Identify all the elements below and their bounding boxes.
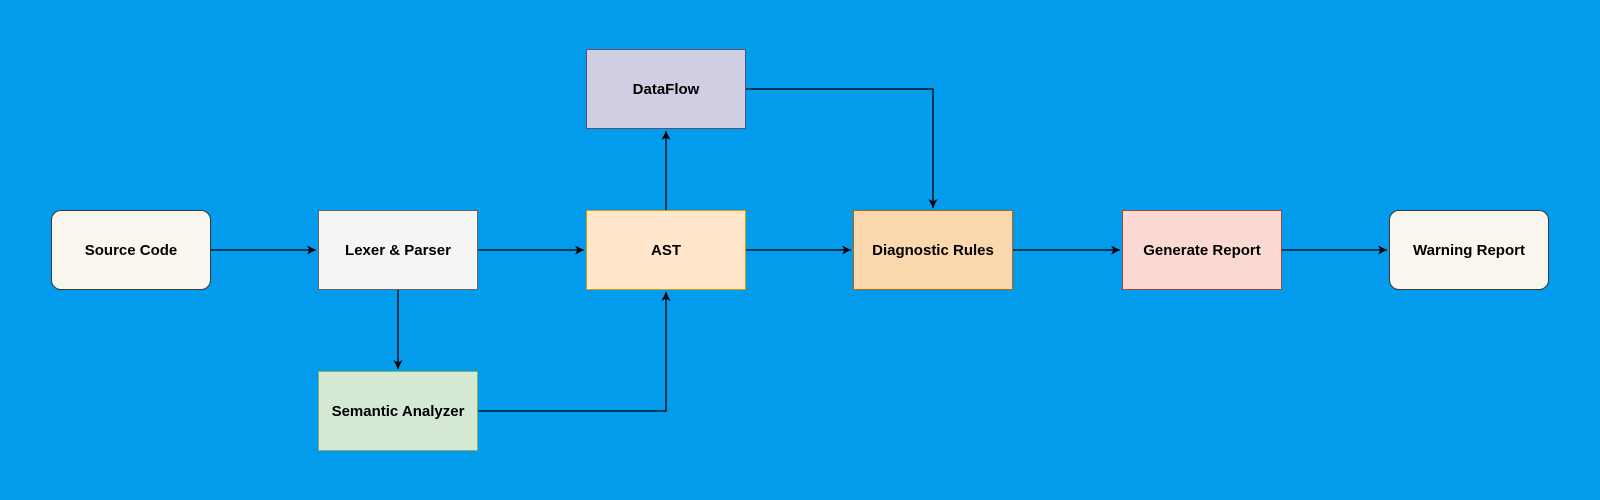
node-source-code-label: Source Code — [84, 241, 178, 259]
node-semantic-analyzer[interactable]: Semantic Analyzer — [318, 371, 478, 451]
node-source-code[interactable]: Source Code — [51, 210, 211, 290]
node-lexer-parser-label: Lexer & Parser — [345, 241, 451, 259]
node-semantic-analyzer-label: Semantic Analyzer — [331, 402, 465, 420]
node-lexer-parser[interactable]: Lexer & Parser — [318, 210, 478, 290]
node-diagnostic-rules[interactable]: Diagnostic Rules — [853, 210, 1013, 290]
node-generate-report-label: Generate Report — [1143, 241, 1261, 259]
node-diagnostic-rules-label: Diagnostic Rules — [872, 241, 994, 259]
node-generate-report[interactable]: Generate Report — [1122, 210, 1282, 290]
node-dataflow[interactable]: DataFlow — [586, 49, 746, 129]
node-dataflow-label: DataFlow — [632, 80, 700, 98]
edge-dataflow-to-diag — [746, 88, 938, 208]
node-ast[interactable]: AST — [586, 210, 746, 290]
node-ast-label: AST — [651, 241, 681, 259]
edge-semantic-to-ast — [478, 292, 671, 412]
node-warning-report[interactable]: Warning Report — [1389, 210, 1549, 290]
node-warning-report-label: Warning Report — [1413, 241, 1525, 259]
